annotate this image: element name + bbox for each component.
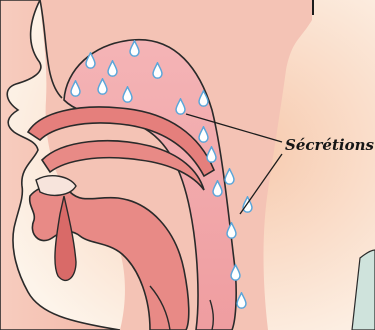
secretions-label: Sécrétions [285,136,374,154]
